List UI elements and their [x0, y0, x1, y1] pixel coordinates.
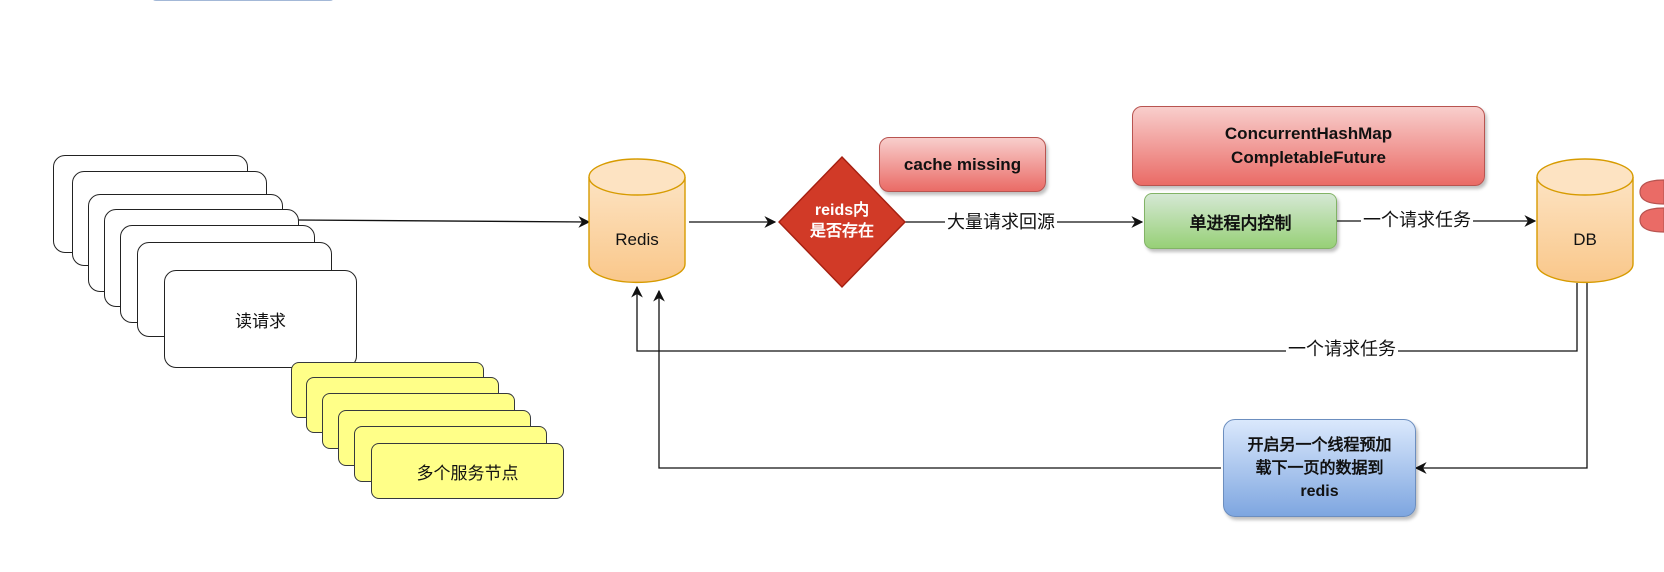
preload-line-3: redis	[1300, 482, 1339, 500]
concurrent-line-1: ConcurrentHashMap	[1224, 124, 1393, 143]
read-request-box: 读请求	[164, 270, 357, 368]
read-request-label: 读请求	[235, 311, 286, 331]
decision-diamond	[778, 155, 906, 289]
redis-label: Redis	[615, 230, 659, 249]
edge-label-backsource: 大量请求回源	[945, 211, 1057, 233]
decision-label-line-1: reids内	[814, 202, 870, 219]
concurrent-box: ConcurrentHashMap CompletableFuture	[1132, 106, 1485, 186]
redis-cylinder	[588, 158, 686, 284]
edge-request-to-redis	[295, 216, 591, 228]
preload-box: 开启另一个线程预加 载下一页的数据到 redis	[1223, 419, 1416, 517]
edge-db-to-redis	[631, 283, 1578, 352]
single-process-control-label: 单进程内控制	[1189, 213, 1292, 233]
partial-right-shape	[1639, 179, 1664, 233]
preload-line-2: 载下一页的数据到	[1255, 459, 1384, 477]
service-nodes-label: 多个服务节点	[416, 463, 519, 483]
edge-preload-to-redis	[653, 289, 1221, 469]
cache-missing-box: cache missing	[879, 137, 1046, 192]
db-cylinder	[1536, 158, 1634, 284]
preload-line-1: 开启另一个线程预加	[1247, 436, 1392, 454]
db-label: DB	[1573, 230, 1597, 249]
single-process-control-box: 单进程内控制	[1144, 193, 1337, 249]
service-nodes-box: 多个服务节点	[371, 443, 564, 499]
decision-label: reids内 是否存在	[789, 200, 895, 242]
cache-missing-label: cache missing	[903, 154, 1022, 174]
decision-label-line-2: 是否存在	[809, 223, 874, 240]
edge-db-to-preload	[1414, 283, 1588, 474]
edge-label-db-to-redis: 一个请求任务	[1286, 338, 1398, 360]
edge-label-to-db: 一个请求任务	[1361, 209, 1473, 231]
concurrent-line-2: CompletableFuture	[1231, 148, 1386, 167]
